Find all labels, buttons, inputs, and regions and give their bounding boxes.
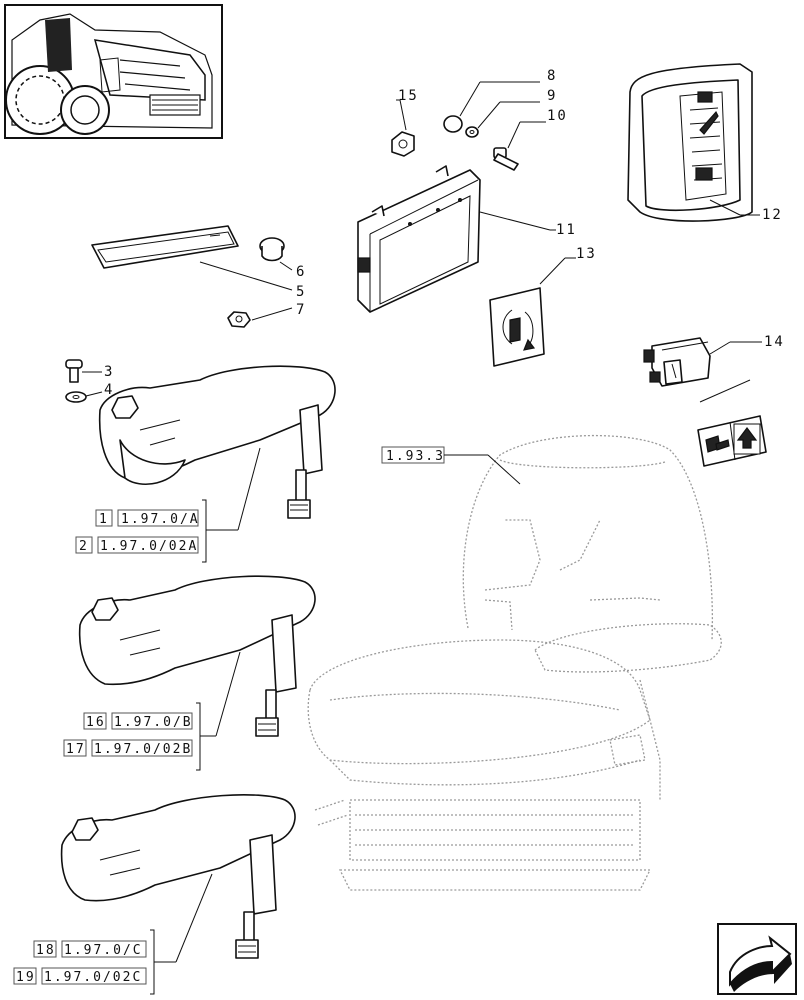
ref-num-1: 1 (99, 512, 109, 527)
callout-12: 12 (762, 207, 783, 223)
callout-7: 7 (296, 302, 306, 318)
screw-part-3[interactable] (65, 359, 83, 383)
knob-part-6[interactable] (259, 237, 285, 262)
callout-6: 6 (296, 264, 306, 280)
callout-9: 9 (547, 88, 557, 104)
washer-part-4[interactable] (65, 391, 87, 403)
ref-num-2: 2 (79, 539, 89, 554)
callout-4: 4 (104, 382, 114, 398)
armrest-3[interactable] (60, 794, 296, 959)
callout-3: 3 (104, 364, 114, 380)
ref-num-19: 19 (16, 970, 36, 985)
ref-num-17: 17 (66, 742, 86, 757)
ref-code-18: 1.97.0/C (64, 943, 143, 958)
ref-code-17: 1.97.0/02B (94, 742, 192, 757)
shuttle-decal[interactable] (697, 415, 767, 467)
callout-5: 5 (296, 284, 306, 300)
ref-code-1: 1.97.0/A (121, 512, 200, 527)
cap-part-8[interactable] (443, 115, 463, 133)
callout-14: 14 (764, 334, 785, 350)
callout-15: 15 (398, 88, 419, 104)
rocker-switch-part-14[interactable] (643, 337, 711, 387)
ref-code-2: 1.97.0/02A (100, 539, 198, 554)
bolt-part-10[interactable] (493, 147, 519, 171)
seat-outline (307, 434, 722, 891)
ref-num-16: 16 (86, 715, 106, 730)
next-page-arrow-icon[interactable] (717, 923, 797, 995)
armrest-2[interactable] (78, 575, 316, 737)
tractor-thumbnail-icon[interactable] (4, 4, 223, 139)
ref-num-18: 18 (36, 943, 56, 958)
ref-code-16: 1.97.0/B (114, 715, 193, 730)
label-plate-part-5[interactable] (91, 225, 239, 269)
armrest-1[interactable] (98, 365, 336, 519)
nut-part-7[interactable] (227, 311, 251, 328)
ref-code-19: 1.97.0/02C (44, 970, 142, 985)
display-panel-part-12[interactable] (627, 63, 753, 222)
reference-group-armrest-1: 1 1.97.0/A 2 1.97.0/02A (75, 447, 261, 563)
seat-reference: 1.93.3 (386, 449, 445, 464)
callout-13: 13 (576, 246, 597, 262)
control-unit-part-11[interactable] (357, 165, 481, 313)
reference-group-armrest-3: 18 1.97.0/C 19 1.97.0/02C (13, 873, 213, 995)
reference-group-armrest-2: 16 1.97.0/B 17 1.97.0/02B (63, 651, 241, 771)
washer-part-9[interactable] (465, 126, 479, 138)
shuttle-arrow-icon (736, 427, 758, 449)
callout-8: 8 (547, 68, 557, 84)
grommet-part-15[interactable] (391, 131, 415, 157)
callout-10: 10 (547, 108, 568, 124)
callout-11: 11 (556, 222, 577, 238)
reverse-decal-part-13[interactable] (489, 287, 545, 367)
